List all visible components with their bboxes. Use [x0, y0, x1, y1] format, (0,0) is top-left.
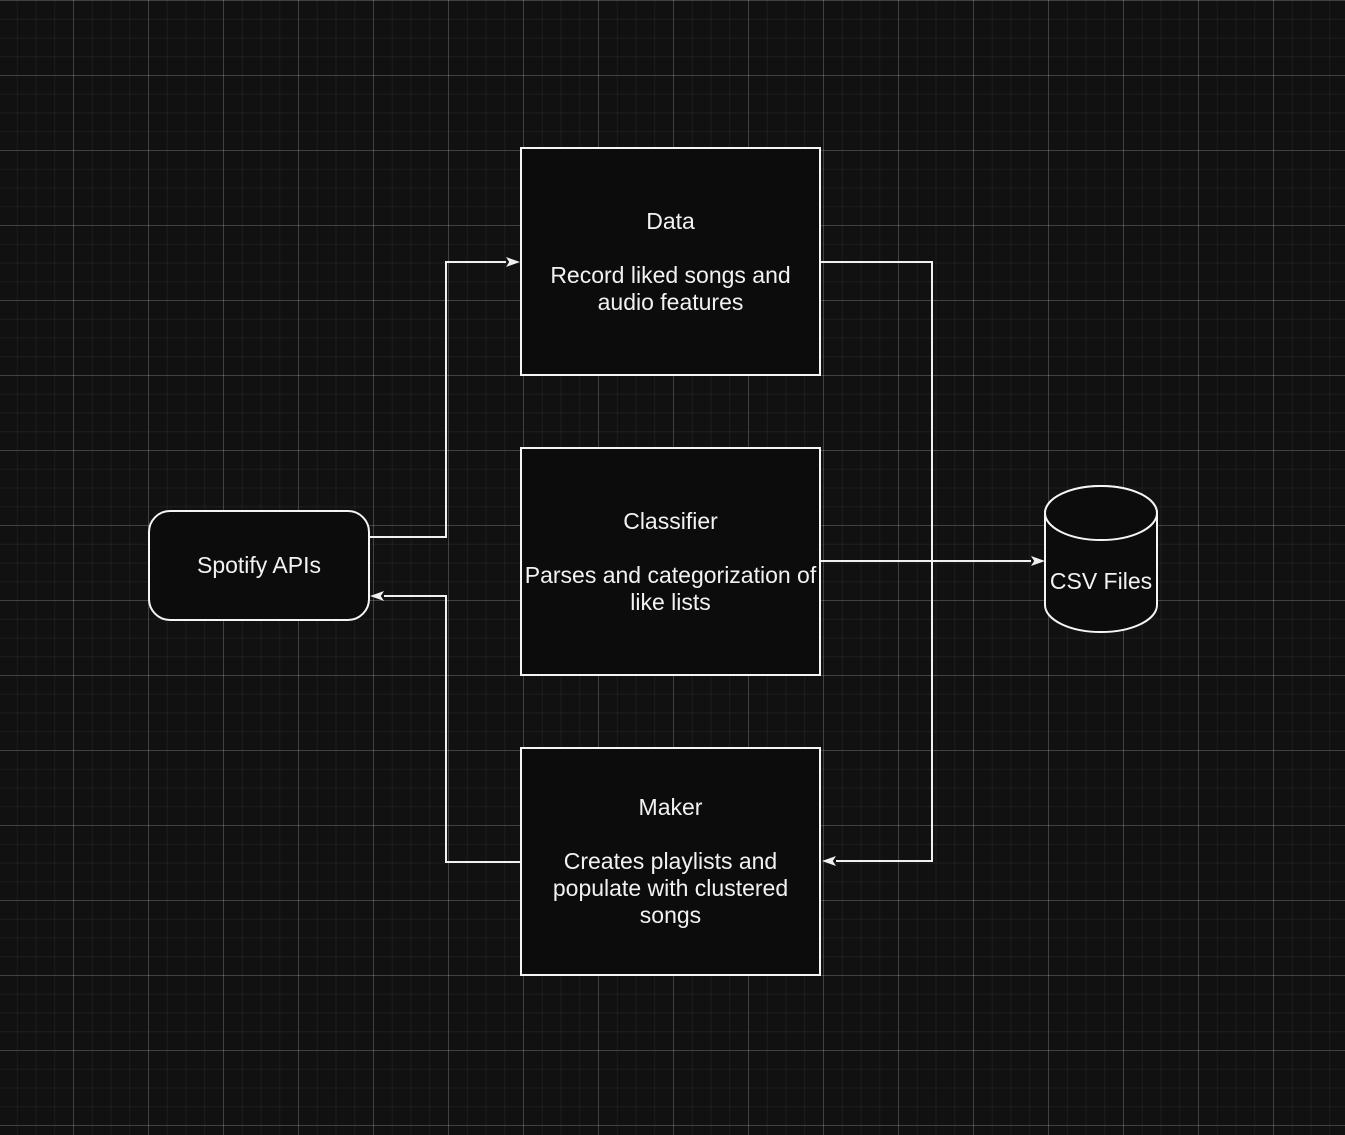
classifier-description: Parses and categorization of like lists	[524, 561, 817, 615]
node-spotify-apis[interactable]: Spotify APIs	[148, 510, 370, 621]
edge-maker-to-spotify[interactable]	[370, 591, 520, 863]
csv-files-label: CSV Files	[1049, 568, 1153, 594]
maker-title: Maker	[638, 794, 703, 820]
csv-cylinder-shape[interactable]	[1044, 485, 1158, 633]
data-description: Record liked songs and audio features	[550, 261, 791, 315]
data-title: Data	[646, 207, 695, 234]
classifier-title: Classifier	[623, 507, 718, 534]
node-maker[interactable]: Maker Creates playlists and populate wit…	[520, 747, 821, 976]
spotify-apis-label: Spotify APIs	[196, 552, 321, 578]
edge-spotify-to-data[interactable]	[370, 257, 520, 538]
node-data[interactable]: Data Record liked songs and audio featur…	[520, 147, 821, 376]
node-classifier[interactable]: Classifier Parses and categorization of …	[520, 447, 821, 676]
maker-description: Creates playlists and populate with clus…	[552, 848, 789, 928]
